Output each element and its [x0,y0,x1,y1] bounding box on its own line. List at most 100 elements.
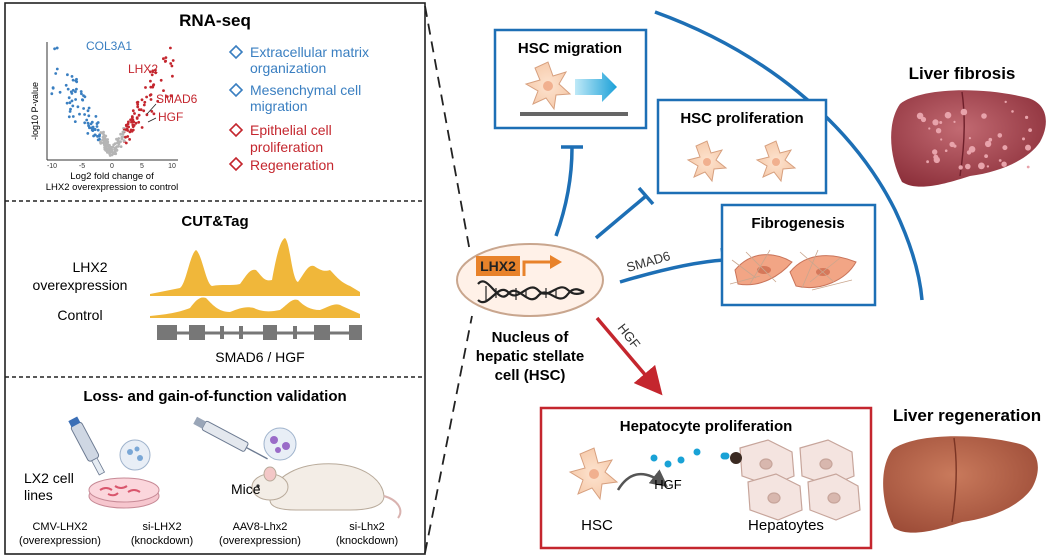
fibrosis-nodule [1004,100,1007,104]
volcano-point [109,150,113,154]
fibrosis-nodule [1026,165,1030,169]
liver-regeneration-label: Liver regeneration [893,406,1041,425]
volcano-point [126,122,130,126]
validation-title: Loss- and gain-of-function validation [83,388,346,405]
volcano-point [51,86,55,90]
volcano-point [82,107,85,110]
condition-3-line1: AAV8-Lhx2 [233,521,288,533]
volcano-point [70,75,74,78]
hepatocyte-proliferation-title: Hepatocyte proliferation [620,418,793,435]
promoter-arrow-icon [522,260,552,276]
lhx2-gene-box [476,256,520,276]
fibrosis-nodule [960,108,968,116]
volcano-point [149,79,152,83]
fibrosis-nodule [920,116,927,123]
volcano-point [131,116,134,120]
healthy-liver-icon [883,436,1038,533]
volcano-point [99,141,103,145]
volcano-point [121,132,125,136]
volcano-point [154,71,158,75]
fibrosis-nodule [981,113,987,119]
volcano-point [71,104,75,108]
volcano-point [127,125,130,129]
gene-col3a1-label: COL3A1 [86,39,132,53]
volcano-point [87,124,90,128]
promoter-arrowhead-icon [550,255,562,269]
volcano-point [117,142,121,146]
volcano-point [131,109,135,113]
mice-label: Mice [231,481,261,497]
volcano-xticks: -10 -5 0 5 10 [47,163,176,170]
hsc-migration-box [493,28,648,130]
fibrosis-nodule [965,163,971,170]
volcano-point [142,109,146,113]
volcano-xlabel-1: Log2 fold change of [70,171,154,182]
fibrosis-arc [654,10,924,301]
volcano-point [81,98,85,102]
volcano-point [83,121,87,125]
left-panel-frame [4,2,426,555]
volcano-point [86,109,90,113]
diamond-icon [228,122,244,138]
volcano-point [128,130,132,134]
volcano-point [144,86,147,89]
fibrosis-nodule [966,150,972,155]
nucleus [456,243,604,317]
volcano-point [135,116,139,120]
volcano-point [105,150,109,154]
lhx2-track [150,238,360,296]
fibrogenesis-label: Fibrogenesis [751,215,844,232]
volcano-point [150,73,154,77]
go-term-4-line1: Regeneration [250,157,334,173]
fibrosis-nodule [933,156,940,164]
volcano-point [136,103,140,106]
fibrosis-nodule [986,165,990,168]
volcano-point [98,133,101,137]
volcano-point [152,83,156,86]
volcano-point [90,120,94,124]
fibrosis-nodule [988,137,993,142]
hgf-arrow [595,316,663,396]
xtick-0: -10 [47,163,57,170]
volcano-point [103,147,107,151]
fibrosis-nodule [949,141,955,148]
volcano-point [103,143,106,147]
volcano-xlabel-2: LHX2 overexpression to control [46,182,179,193]
condition-1-line2: (overexpression) [19,535,101,547]
nucleus-label-1: Nucleus of [492,329,570,346]
xtick-2: 0 [110,163,114,170]
volcano-point [126,135,130,138]
volcano-point [91,125,95,129]
volcano-point [96,135,99,138]
volcano-point [95,125,99,128]
volcano-point [171,59,175,62]
volcano-point [145,113,149,117]
fibrosis-nodule [968,137,972,140]
volcano-point [170,64,174,68]
volcano-point [70,99,74,103]
volcano-point [113,152,116,156]
volcano-point [119,132,122,136]
volcano-point [102,133,106,137]
fibrosis-nodule [916,112,924,120]
fibrosis-nodule [1025,144,1031,151]
volcano-point [74,98,77,101]
fibrogenesis-box [720,203,877,307]
volcano-point [74,90,77,94]
volcano-point [102,130,105,134]
gene-hgf-label: HGF [158,110,183,124]
volcano-point [137,120,141,124]
volcano-point [124,135,127,139]
volcano-point [134,121,138,125]
mouse-illustration [193,416,402,519]
volcano-point [103,135,107,139]
fibrosis-nodule [944,149,948,152]
zoom-line-top [424,5,471,253]
volcano-point [165,95,169,98]
fibrosis-nodule [1002,145,1008,151]
hgf-secreted-label: HGF [654,477,682,492]
volcano-point [69,90,73,94]
volcano-point [71,115,75,118]
volcano-point [137,113,141,117]
volcano-point [140,98,144,102]
